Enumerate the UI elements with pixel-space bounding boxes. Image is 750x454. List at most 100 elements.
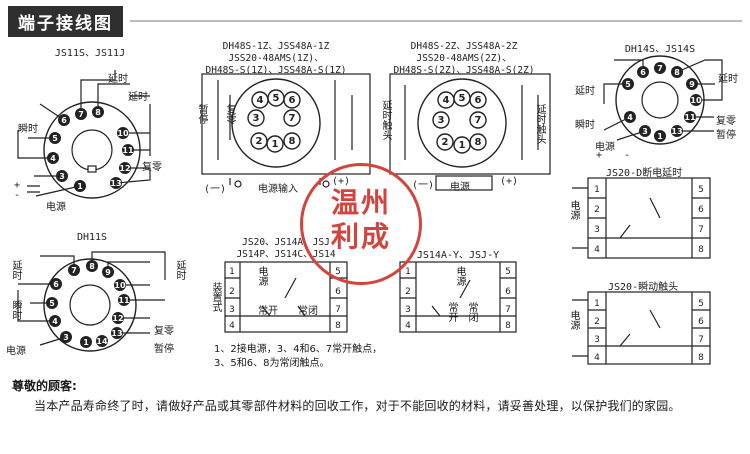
- pin-number: 5: [625, 80, 631, 89]
- dh14s-delay-right: 延时: [718, 74, 738, 85]
- pin-number: 8: [674, 68, 680, 77]
- pin-number: 11: [684, 113, 696, 122]
- terminal-number: 8: [505, 321, 511, 331]
- pin-number: 13: [111, 329, 122, 338]
- js20-note-1: 1、2接电源，3、4和6、7常开触点，: [214, 344, 383, 355]
- js11s-delay-label-2: 延时: [128, 92, 148, 103]
- terminal-number: 4: [229, 321, 235, 331]
- terminal-number: 2: [405, 287, 411, 297]
- dh11s-model: DH11S: [76, 232, 108, 243]
- js20-nc-label: 常闭: [298, 306, 318, 317]
- diagram-dh48s-1z-drawing: [201, 73, 371, 188]
- dh48s-2z-delay-contact-left: 延时触头: [380, 100, 391, 140]
- pin-number: 1: [83, 338, 89, 347]
- pin-number: 10: [114, 281, 126, 290]
- js14a-y-nc-label: 常闭: [466, 302, 477, 322]
- pin-number: 8: [89, 262, 95, 271]
- dh11s-power-label: 电源: [6, 346, 26, 357]
- diagram-js20-js14a-drawing: [224, 261, 348, 333]
- js20-note-2: 3、5和6、8为常闭触点。: [214, 358, 330, 369]
- stamp-line-1: 温州: [330, 186, 391, 219]
- dh11s-reset-label: 复零: [154, 326, 174, 337]
- pin-number: 5: [49, 299, 55, 308]
- diagram-js11s-drawing: [17, 70, 151, 199]
- terminal-number: 3: [594, 225, 600, 235]
- js11s-plus: +: [14, 180, 21, 191]
- pin-number: 9: [689, 80, 695, 89]
- pin-number: 3: [59, 172, 65, 181]
- dh48s-1z-pause-label: 暂停: [196, 104, 207, 124]
- dh48s-2z-delay-contact-right: 延时触头: [534, 104, 545, 144]
- pin-number: 8: [95, 108, 101, 117]
- terminal-number: 3: [594, 335, 600, 345]
- dh48s-2z-minus: (一): [412, 180, 435, 191]
- js11s-reset-label: 复零: [142, 162, 162, 173]
- js20-model-line1: JS20、JS14A、JSJ: [242, 237, 330, 248]
- dh48s-2z-model-line3: DH48S-S(2Z)、JSS48A-S(2Z): [393, 65, 535, 76]
- js11s-delay-label: 延时: [108, 74, 128, 85]
- terminal-number: 7: [505, 305, 511, 315]
- pin-number: 9: [105, 268, 111, 277]
- terminal-number: 6: [698, 205, 704, 215]
- pin-number: 5: [273, 93, 280, 104]
- dh14s-instant-label: 瞬时: [575, 120, 595, 131]
- terminal-number: 5: [698, 299, 704, 309]
- js11s-model: JS11S、JS11J: [54, 48, 126, 59]
- js20-instant-title: JS20-瞬动触头: [608, 282, 679, 293]
- dh14s-pause-label: 暂停: [716, 130, 736, 141]
- dh11s-delay-right: 延时: [174, 260, 185, 280]
- pin-number: 4: [50, 154, 56, 163]
- header-divider: [130, 20, 742, 22]
- pin-number: 3: [438, 115, 445, 126]
- pin-number: 1: [272, 139, 279, 150]
- pin-number: 6: [53, 280, 59, 289]
- pin-number: 3: [253, 113, 260, 124]
- js11s-minus: -: [14, 190, 21, 201]
- dh48s-1z-reset-label: 复零: [224, 104, 235, 124]
- dh11s-instant-label: 瞬时: [10, 300, 21, 320]
- dh48s-2z-power: 电源: [450, 182, 470, 193]
- header-bar: 端子接线图: [0, 0, 750, 37]
- js14a-y-no-label: 常开: [446, 302, 457, 322]
- pin-number: 4: [443, 95, 450, 106]
- pin-number: 12: [119, 164, 130, 173]
- pin-number: 13: [110, 179, 121, 188]
- pin-number: 1: [657, 132, 663, 141]
- js20-model-line2: JS14P、JS14C、JS14: [236, 249, 336, 260]
- js20-no-label: 常开: [258, 306, 278, 317]
- pin-number: 14: [96, 337, 108, 346]
- pin-number: 6: [61, 116, 67, 125]
- terminal-number: 6: [505, 287, 511, 297]
- pin-number: 1: [77, 182, 83, 191]
- notice-title: 尊敬的顾客:: [12, 379, 77, 393]
- diagram-dh14s-drawing: [603, 55, 723, 145]
- terminal-number: 3: [229, 305, 235, 315]
- pin-number: 10: [690, 96, 702, 105]
- pin-number: 8: [475, 137, 482, 148]
- terminal-number: 8: [698, 353, 704, 363]
- pin-number: 4: [627, 113, 633, 122]
- terminal-number: 7: [698, 335, 704, 345]
- dh14s-minus: -: [624, 150, 631, 161]
- pin-number: 5: [52, 134, 58, 143]
- terminal-number: 7: [698, 225, 704, 235]
- terminal-number: 5: [698, 185, 704, 195]
- dh48s-2z-plus: (+): [500, 176, 519, 187]
- js20-instant-power-label: 电源: [568, 310, 579, 330]
- js11s-power-label: 电源: [46, 202, 66, 213]
- terminal-number: 8: [335, 321, 341, 331]
- js20-install-label: 装置式: [210, 282, 221, 312]
- dh48s-1z-model-line2: JSS20-48AMS(1Z)、: [228, 53, 324, 64]
- diagram-dh11s-drawing: [17, 251, 166, 352]
- pin-number: 12: [112, 314, 123, 323]
- dh14s-plus: +: [596, 150, 603, 161]
- pin-number: 1: [459, 140, 466, 151]
- dh14s-model: DH14S、JS14S: [624, 44, 696, 55]
- pin-number: 3: [642, 127, 648, 136]
- diagram-js14a-y-drawing: [399, 261, 517, 333]
- pin-number: 4: [257, 95, 264, 106]
- js14a-y-power-label: 电源: [454, 266, 465, 286]
- pin-number: 8: [289, 136, 296, 147]
- terminal-number: 6: [335, 287, 341, 297]
- dh48s-1z-model-line3: DH48S-S(1Z)、JSS48A-S(1Z): [205, 65, 347, 76]
